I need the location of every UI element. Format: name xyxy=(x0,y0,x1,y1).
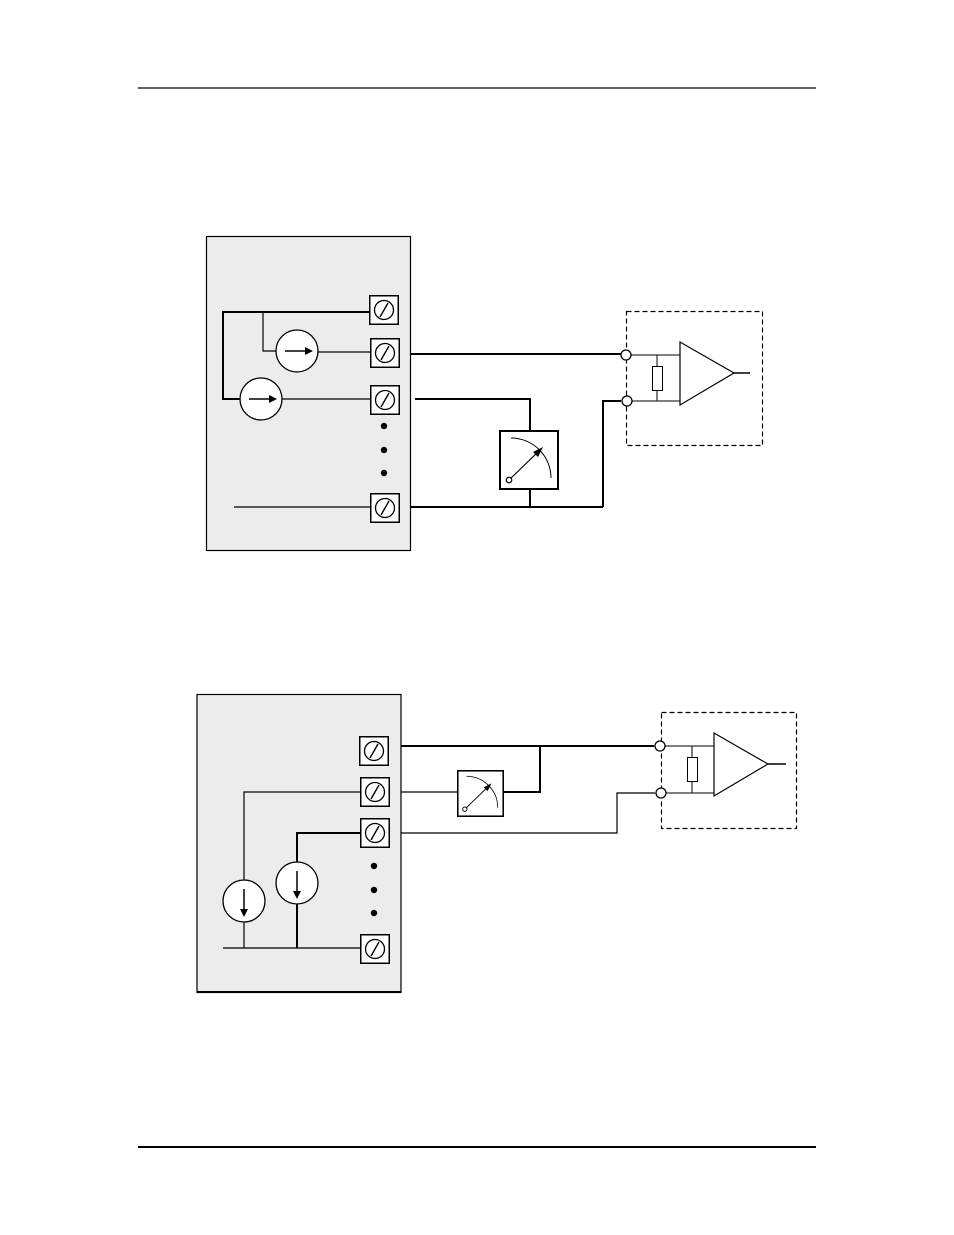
amplifier xyxy=(714,733,768,796)
resistor xyxy=(688,758,698,782)
current-source xyxy=(276,330,318,372)
screw-terminal[interactable] xyxy=(361,819,390,848)
input-node xyxy=(622,396,632,406)
current-source xyxy=(223,880,265,922)
input-node xyxy=(656,788,666,798)
current-source xyxy=(276,862,318,904)
screw-terminal[interactable] xyxy=(370,296,399,325)
screw-terminal[interactable] xyxy=(361,935,390,964)
screw-terminal[interactable] xyxy=(360,737,389,766)
diagram-sourcing xyxy=(207,237,763,551)
screw-terminal[interactable] xyxy=(371,494,400,523)
resistor xyxy=(653,367,663,391)
ammeter xyxy=(500,431,558,489)
current-source xyxy=(240,378,282,420)
screw-terminal[interactable] xyxy=(371,386,400,415)
screw-terminal[interactable] xyxy=(361,778,390,807)
diagram-sinking xyxy=(197,695,797,993)
amplifier xyxy=(680,342,734,405)
screw-terminal[interactable] xyxy=(371,339,400,368)
input-node xyxy=(621,350,631,360)
input-node xyxy=(655,741,665,751)
ammeter xyxy=(458,771,503,816)
external-wiring xyxy=(401,746,655,833)
